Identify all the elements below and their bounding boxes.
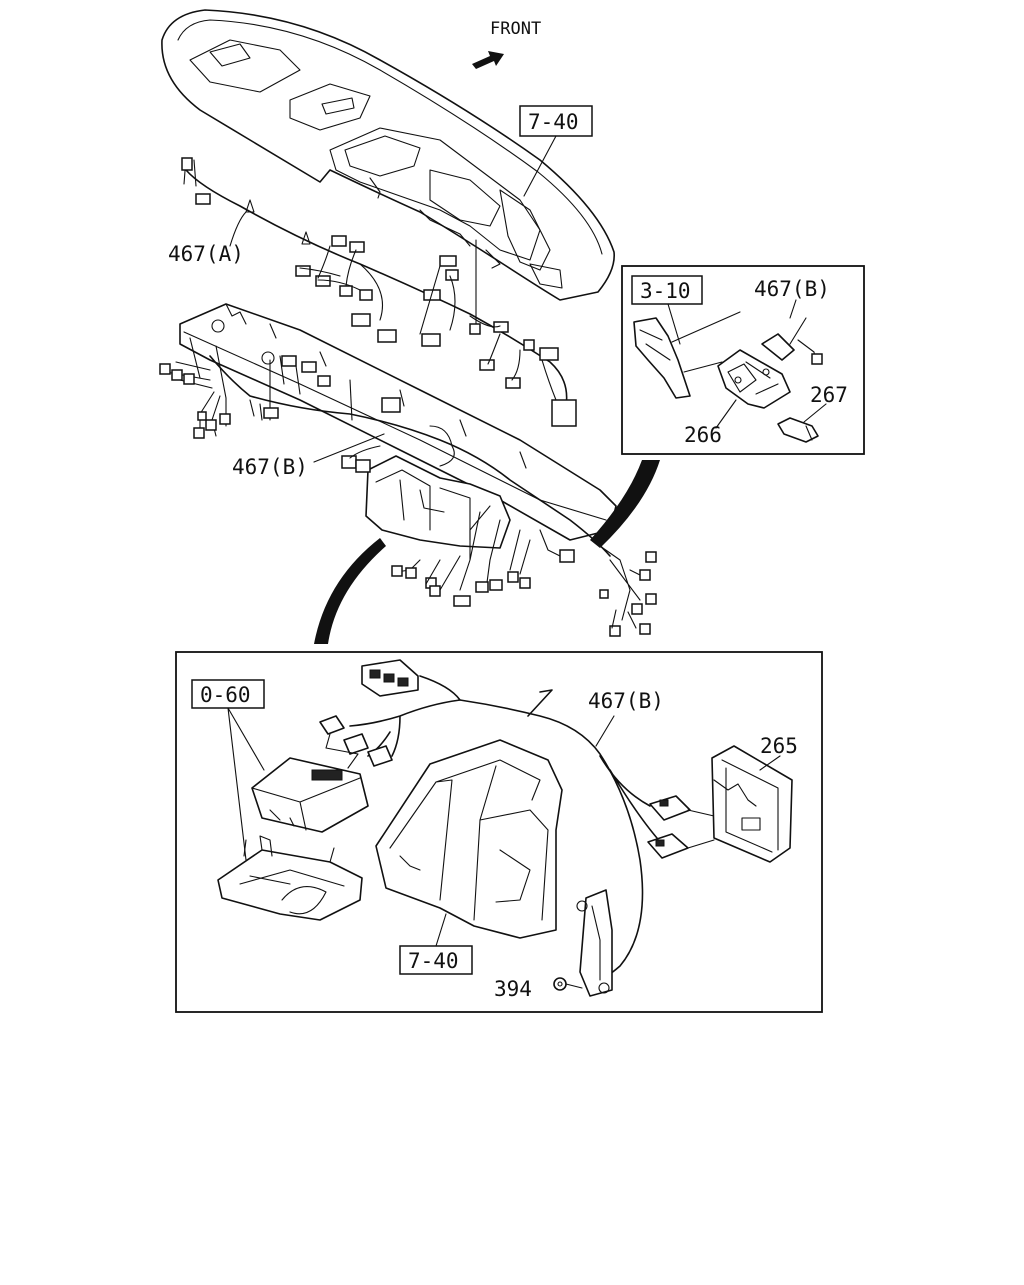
leader-467b-main bbox=[313, 433, 385, 463]
harness-467b-main bbox=[159, 355, 657, 637]
label-265: 265 bbox=[760, 734, 798, 758]
inset-bottom: 0-60 bbox=[175, 651, 823, 1013]
front-indicator: FRONT bbox=[472, 19, 541, 69]
inset-top: 3-10 bbox=[621, 265, 865, 455]
callout-band-bottom-inset bbox=[314, 538, 386, 644]
label-467b-inset-bottom: 467(B) bbox=[588, 689, 664, 713]
ref-box-7-40-bottom bbox=[399, 945, 473, 975]
ref-label-7-40-top: 7-40 bbox=[528, 110, 579, 134]
leader-467b-inset-bottom bbox=[595, 715, 615, 747]
label-467b-inset-top: 467(B) bbox=[754, 277, 830, 301]
callout-band-top-inset bbox=[590, 460, 660, 548]
dashboard-upper-panel bbox=[161, 9, 615, 301]
label-266: 266 bbox=[684, 423, 722, 447]
ref-box-dash-panel: 7-40 bbox=[519, 105, 593, 197]
front-label: FRONT bbox=[490, 19, 541, 39]
label-467b-main: 467(B) bbox=[232, 455, 308, 479]
leader-467a bbox=[229, 211, 247, 247]
ref-label-7-40-bottom: 7-40 bbox=[408, 949, 459, 973]
harness-467a bbox=[181, 157, 577, 427]
label-394: 394 bbox=[494, 977, 532, 1001]
label-267: 267 bbox=[810, 383, 848, 407]
front-arrow-icon bbox=[472, 51, 504, 69]
ref-label-3-10: 3-10 bbox=[640, 279, 691, 303]
ref-label-0-60: 0-60 bbox=[200, 683, 251, 707]
leader-7-40-bottom bbox=[435, 913, 447, 947]
label-467a: 467(A) bbox=[168, 242, 244, 266]
